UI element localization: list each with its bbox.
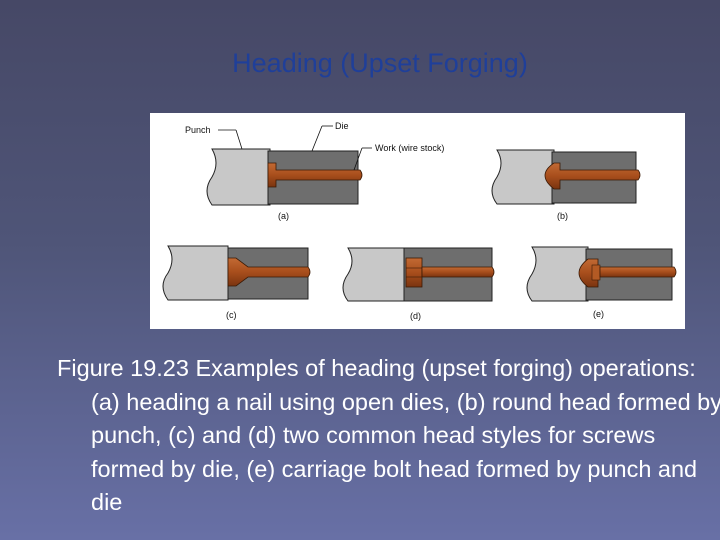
work-e-shank [599, 266, 677, 278]
work-d-head [405, 257, 423, 288]
work-c [227, 257, 311, 287]
work-d-shank [421, 266, 495, 278]
punch-b [491, 149, 555, 205]
label-punch: Punch [185, 125, 211, 135]
figure-caption: Figure 19.23 Examples of heading (upset … [57, 355, 720, 515]
slide-title: Heading (Upset Forging) [232, 48, 528, 78]
label-work: Work (wire stock) [375, 143, 444, 153]
diagram-a: (a) Punch Die Work (wire stock) [185, 121, 444, 221]
diagram-d: (d) [342, 247, 495, 321]
work-a [267, 162, 363, 188]
punch-a [206, 148, 271, 206]
heading-operations-figure: (a) Punch Die Work (wire stock) (b) (c) [150, 113, 685, 329]
work-b [544, 162, 641, 190]
subfigure-label-c: (c) [226, 310, 237, 320]
subfigure-label-a: (a) [278, 211, 289, 221]
subfigure-label-b: (b) [557, 211, 568, 221]
diagram-e: (e) [526, 246, 677, 319]
punch-c [162, 245, 229, 301]
work-e-neck [591, 264, 601, 281]
diagram-b: (b) [491, 149, 641, 221]
subfigure-label-e: (e) [593, 309, 604, 319]
diagram-c: (c) [162, 245, 311, 320]
subfigure-label-d: (d) [410, 311, 421, 321]
punch-e [526, 246, 589, 302]
label-die: Die [335, 121, 349, 131]
punch-d [342, 247, 407, 302]
